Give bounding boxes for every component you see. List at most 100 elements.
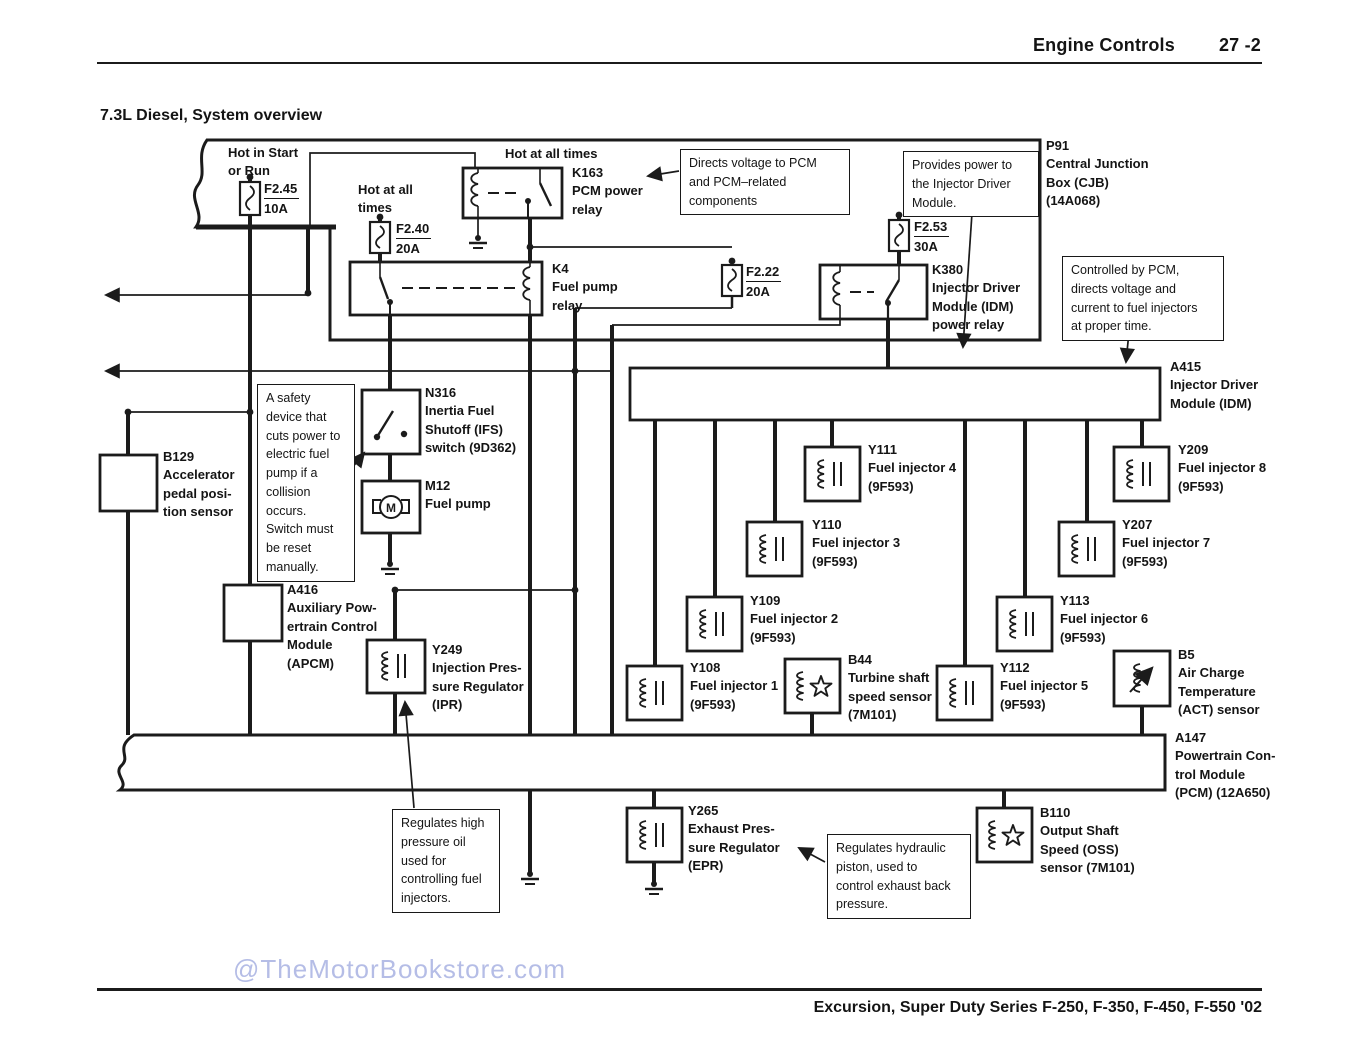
gear-symbol-b110 [988, 820, 1025, 850]
label-m12: M12 Fuel pump [425, 478, 491, 512]
injector-symbol-y113 [1009, 609, 1034, 639]
injector-box-y113 [995, 595, 1054, 653]
pump-box-m12 [360, 479, 422, 535]
watermark: @TheMotorBookstore.com [233, 954, 567, 984]
injector-box-y209 [1112, 445, 1171, 503]
note-safety-device: A safety device that cuts power to elect… [257, 384, 355, 582]
offpage-arrows [103, 287, 612, 379]
label-a416: A416 Auxiliary Pow- ertrain Control Modu… [287, 582, 378, 671]
fuse-rating-f245: 10A [264, 201, 288, 217]
header-rule [97, 62, 1262, 64]
relay-internals [378, 168, 901, 319]
injector-symbol-y111 [817, 459, 842, 489]
label-y249: Y249 Injection Pres- sure Regulator (IPR… [432, 642, 524, 713]
label-y113: Y113 Fuel injector 6 (9F593) [1060, 593, 1149, 645]
fuse-rating-f253: 30A [914, 239, 938, 255]
injector-box-y112 [935, 664, 994, 722]
ground-symbols [381, 235, 663, 895]
injector-box-y111 [803, 445, 862, 503]
label-k4: K4 Fuel pump relay [552, 261, 618, 313]
injector-symbol-y207 [1071, 534, 1096, 564]
injector-symbol-y265 [639, 820, 664, 850]
ground-pcm [521, 871, 539, 885]
injector-box-y108 [625, 664, 684, 722]
ground-m12 [381, 561, 399, 575]
note-controlled-by-pcm: Controlled by PCM, directs voltage and c… [1062, 256, 1224, 341]
label-y265: Y265 Exhaust Pres- sure Regulator (EPR) [688, 803, 780, 874]
label-y207: Y207 Fuel injector 7 (9F593) [1122, 517, 1211, 569]
label-b129: B129 Accelerator pedal posi- tion sensor [163, 449, 235, 520]
fuse-name-f253: F2.53 [914, 219, 950, 238]
injector-symbol-y112 [949, 678, 974, 708]
regulator-box-y265 [625, 806, 684, 864]
page-header: Engine Controls 27 -2 [1033, 36, 1261, 54]
motor-letter: M [386, 501, 396, 515]
fuse-label-f222: F2.22 20A [746, 264, 782, 301]
injector-symbol-y209 [1126, 459, 1151, 489]
injector-symbol-y249 [381, 651, 406, 681]
annotation-arrows [349, 166, 1135, 863]
injector-box-y207 [1057, 520, 1116, 578]
ground-y265 [645, 881, 663, 895]
sensor-box-b129 [98, 453, 159, 513]
note-regulates-oil: Regulates high pressure oil used for con… [392, 809, 500, 913]
feed-label-hot-all-times-pcm: Hot at all times [505, 146, 598, 161]
label-y111: Y111 Fuel injector 4 (9F593) [868, 442, 957, 494]
label-y108: Y108 Fuel injector 1 (9F593) [690, 660, 779, 712]
injector-symbols [381, 459, 1151, 850]
label-y112: Y112 Fuel injector 5 (9F593) [1000, 660, 1089, 712]
label-b44: B44 Turbine shaft speed sensor (7M101) [848, 652, 932, 723]
label-a147: A147 Powertrain Con- trol Module (PCM) (… [1175, 730, 1276, 801]
fuse-f253 [887, 218, 911, 253]
label-y110: Y110 Fuel injector 3 (9F593) [812, 517, 901, 569]
note-provides-power: Provides power to the Injector Driver Mo… [903, 151, 1039, 218]
switch-box-n316 [360, 388, 422, 456]
fuse-rating-f240: 20A [396, 241, 420, 257]
fuse-symbols [238, 180, 911, 298]
label-b5: B5 Air Charge Temperature (ACT) sensor [1178, 647, 1260, 718]
speed-sensor-symbols [796, 663, 1154, 850]
label-a415: A415 Injector Driver Module (IDM) [1170, 359, 1259, 411]
footer-text: Excursion, Super Duty Series F-250, F-35… [813, 999, 1262, 1016]
motor-symbol [372, 495, 410, 519]
fuse-name-f245: F2.45 [264, 181, 300, 200]
label-n316: N316 Inertia Fuel Shutoff (IFS) switch (… [425, 385, 517, 456]
injector-box-y110 [745, 520, 804, 578]
header-section: Engine Controls [1032, 35, 1175, 55]
fuse-label-f245: F2.45 10A [264, 181, 300, 218]
label-k380: K380 Injector Driver Module (IDM) power … [932, 262, 1021, 333]
fuse-name-f240: F2.40 [396, 221, 432, 240]
component-boxes [98, 166, 1172, 864]
label-p91: P91 Central Junction Box (CJB) (14A068) [1046, 138, 1149, 209]
fuse-name-f222: F2.22 [746, 264, 782, 283]
label-y109: Y109 Fuel injector 2 (9F593) [750, 593, 839, 645]
injector-symbol-y109 [699, 609, 724, 639]
feed-label-hot-in-start: Hot in Start or Run [228, 145, 299, 179]
note-regulates-piston: Regulates hydraulic piston, used to cont… [827, 834, 971, 919]
idm-box-a415 [628, 366, 1162, 422]
label-k163: K163 PCM power relay [572, 165, 643, 217]
page-title: 7.3L Diesel, System overview [100, 107, 323, 124]
gear-symbol-b44 [796, 671, 833, 701]
thermistor-symbol-b5 [1129, 663, 1154, 693]
fuse-f245 [238, 180, 262, 217]
ifs-switch-symbol [373, 410, 408, 441]
fuse-label-f253: F2.53 30A [914, 219, 950, 256]
footer-rule [97, 988, 1262, 991]
ground-k163 [469, 235, 487, 249]
fuse-f222 [720, 263, 744, 298]
sensor-box-b5 [1112, 649, 1172, 708]
injector-box-y109 [685, 595, 744, 653]
feed-label-hot-all-times-pump: Hot at all times [358, 182, 413, 216]
fuse-label-f240: F2.40 20A [396, 221, 432, 258]
header-page-number: 27 -2 [1218, 35, 1261, 55]
label-y209: Y209 Fuel injector 8 (9F593) [1178, 442, 1267, 494]
junction-dots [124, 173, 903, 594]
module-box-a416 [222, 583, 284, 643]
fuse-f240 [368, 220, 392, 255]
injector-symbol-y108 [639, 678, 664, 708]
note-directs-voltage: Directs voltage to PCM and PCM–related c… [680, 149, 850, 216]
regulator-box-y249 [365, 638, 427, 695]
